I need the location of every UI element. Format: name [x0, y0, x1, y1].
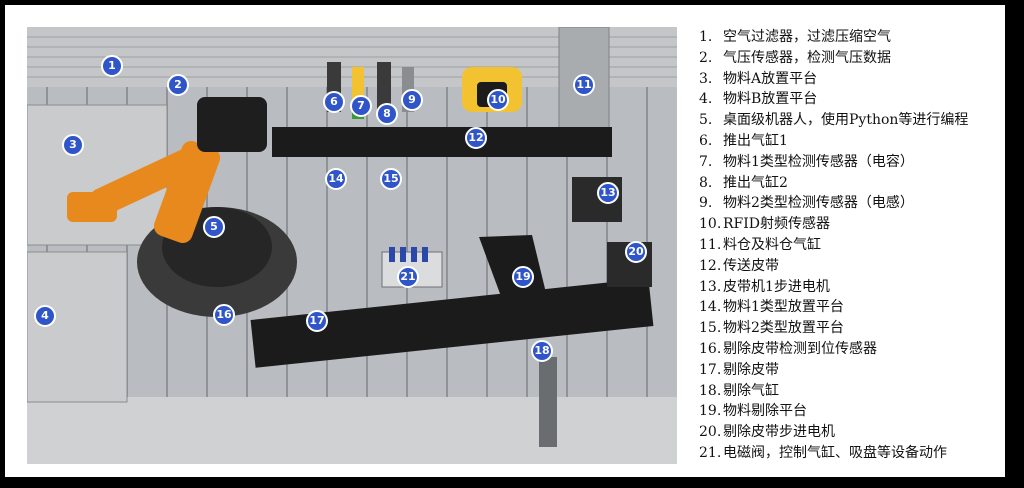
marker-20: 20: [625, 241, 647, 263]
legend-item: 7. 物料1类型检测传感器（电容）: [699, 152, 999, 173]
equipment-photo: 1 2 3 4 5 6 7 8 9 10 11 12 13 14 15 16 1…: [27, 27, 677, 464]
legend-item: 10.RFID射频传感器: [699, 214, 999, 235]
conveyor-belt: [272, 127, 612, 157]
marker-2: 2: [167, 74, 189, 96]
marker-13: 13: [597, 182, 619, 204]
marker-18: 18: [531, 340, 553, 362]
robot-head: [197, 97, 267, 152]
legend-item-text: 皮带机1步进电机: [723, 278, 830, 295]
legend-item-number: 10.: [699, 216, 722, 233]
equipment-illustration: [27, 27, 677, 464]
legend-item-number: 17.: [699, 361, 722, 378]
marker-21: 21: [397, 266, 419, 288]
legend-item: 17.剔除皮带: [699, 360, 999, 381]
legend-item: 8. 推出气缸2: [699, 173, 999, 194]
legend-item-number: 2.: [699, 49, 713, 66]
legend-item-text: 物料2类型放置平台: [723, 320, 844, 337]
marker-11: 11: [573, 74, 595, 96]
legend-item-number: 9.: [699, 195, 713, 212]
legend-item: 2. 气压传感器，检测气压数据: [699, 48, 999, 69]
marker-5: 5: [203, 216, 225, 238]
marker-8: 8: [376, 103, 398, 125]
legend-item-text: RFID射频传感器: [723, 216, 831, 233]
legend-item-number: 16.: [699, 340, 722, 357]
legend-item-text: 桌面级机器人，使用Python等进行编程: [723, 112, 969, 129]
legend-item-text: 料仓及料仓气缸: [723, 236, 821, 253]
legend-item: 11.料仓及料仓气缸: [699, 235, 999, 256]
reject-belt: [250, 278, 654, 368]
legend-item-text: 物料1类型检测传感器（电容）: [723, 153, 914, 170]
legend-item: 14.物料1类型放置平台: [699, 297, 999, 318]
marker-12: 12: [465, 127, 487, 149]
marker-15: 15: [380, 168, 402, 190]
cylinder-8-body: [377, 62, 391, 112]
legend-item: 19.物料剔除平台: [699, 401, 999, 422]
figure-frame: 1 2 3 4 5 6 7 8 9 10 11 12 13 14 15 16 1…: [5, 5, 1005, 477]
marker-16: 16: [213, 304, 235, 326]
legend-item: 9. 物料2类型检测传感器（电感）: [699, 193, 999, 214]
legend-item: 3. 物料A放置平台: [699, 69, 999, 90]
marker-17: 17: [306, 310, 328, 332]
legend-item: 21.电磁阀，控制气缸、吸盘等设备动作: [699, 443, 999, 464]
legend-item-number: 5.: [699, 112, 713, 129]
legend-item: 12.传送皮带: [699, 256, 999, 277]
marker-3: 3: [62, 134, 84, 156]
legend-item-number: 14.: [699, 299, 722, 316]
marker-19: 19: [512, 266, 534, 288]
marker-4: 4: [34, 305, 56, 327]
legend-item: 6. 推出气缸1: [699, 131, 999, 152]
legend-item-text: 推出气缸1: [723, 132, 788, 149]
legend-item-text: 物料剔除平台: [723, 403, 807, 420]
legend-item-text: 剔除皮带步进电机: [723, 424, 835, 441]
legend-item-text: 推出气缸2: [723, 174, 788, 191]
marker-10: 10: [487, 89, 509, 111]
legend-item-number: 21.: [699, 444, 722, 461]
legend-item: 15.物料2类型放置平台: [699, 318, 999, 339]
legend-item-text: 物料A放置平台: [723, 70, 818, 87]
legend-item-number: 12.: [699, 257, 722, 274]
marker-6: 6: [323, 91, 345, 113]
legend-item-number: 4.: [699, 91, 713, 108]
legend-item-text: 剔除皮带: [723, 361, 779, 378]
marker-9: 9: [401, 89, 423, 111]
legend-item-text: 物料B放置平台: [723, 91, 818, 108]
robot-arm-upper: [89, 146, 205, 216]
legend-item-number: 11.: [699, 236, 722, 253]
legend-item-text: 剔除气缸: [723, 382, 779, 399]
legend-item-number: 20.: [699, 424, 722, 441]
legend-item-text: 剔除皮带检测到位传感器: [723, 340, 877, 357]
reject-cylinder-body: [539, 357, 557, 447]
legend-item-number: 18.: [699, 382, 722, 399]
robot-gripper: [67, 192, 117, 222]
legend-item: 20.剔除皮带步进电机: [699, 422, 999, 443]
legend-item-number: 7.: [699, 153, 713, 170]
legend-item: 16.剔除皮带检测到位传感器: [699, 339, 999, 360]
legend-item-text: 物料2类型检测传感器（电感）: [723, 195, 914, 212]
marker-7: 7: [350, 95, 372, 117]
legend-item-number: 8.: [699, 174, 713, 191]
legend-item: 1. 空气过滤器，过滤压缩空气: [699, 27, 999, 48]
legend-item: 13.皮带机1步进电机: [699, 277, 999, 298]
legend-item-text: 物料1类型放置平台: [723, 299, 844, 316]
marker-14: 14: [325, 168, 347, 190]
legend-item-number: 6.: [699, 132, 713, 149]
legend-item-text: 气压传感器，检测气压数据: [723, 49, 891, 66]
legend-item-number: 15.: [699, 320, 722, 337]
legend-item-number: 13.: [699, 278, 722, 295]
legend-item: 5. 桌面级机器人，使用Python等进行编程: [699, 110, 999, 131]
legend-item: 4. 物料B放置平台: [699, 89, 999, 110]
legend-item-text: 电磁阀，控制气缸、吸盘等设备动作: [723, 444, 947, 461]
component-legend: 1. 空气过滤器，过滤压缩空气 2. 气压传感器，检测气压数据 3. 物料A放置平台 4. 物…: [699, 27, 999, 464]
platform-b: [27, 251, 128, 403]
legend-item-number: 19.: [699, 403, 722, 420]
legend-item-number: 1.: [699, 29, 713, 45]
front-rail: [27, 397, 677, 464]
legend-item-number: 3.: [699, 70, 713, 87]
legend-item-text: 空气过滤器，过滤压缩空气: [723, 29, 891, 45]
marker-1: 1: [101, 55, 123, 77]
legend-item: 18.剔除气缸: [699, 381, 999, 402]
legend-item-text: 传送皮带: [723, 257, 779, 274]
